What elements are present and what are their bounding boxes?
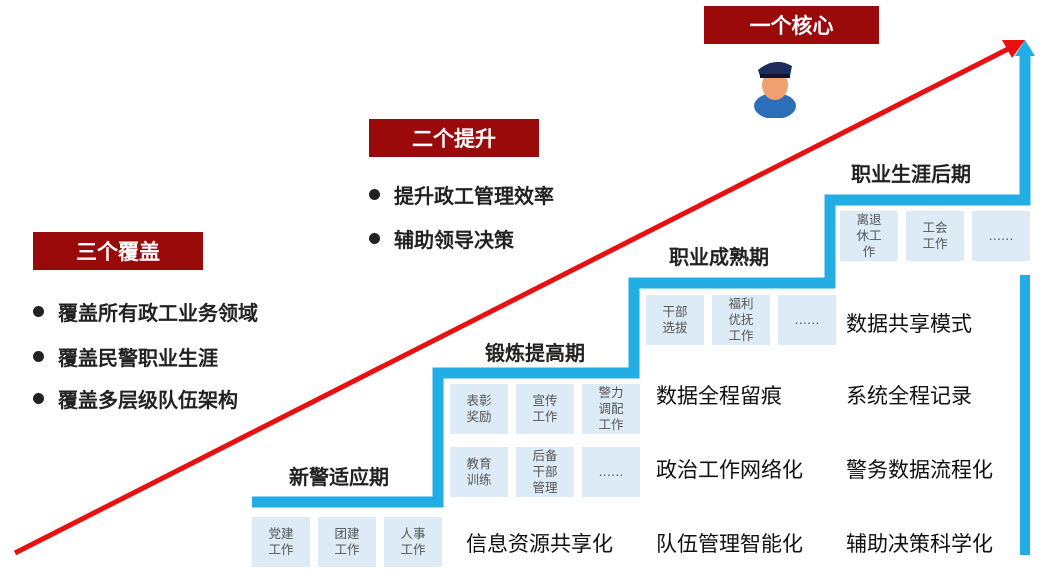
bullet-text: 提升政工管理效率 (394, 184, 554, 208)
module-box: 干部 选拔 (646, 295, 704, 345)
bullet-text: 辅助领导决策 (394, 228, 514, 252)
module-box: 后备 干部 管理 (516, 447, 574, 497)
module-box: 离退 休工 作 (840, 211, 898, 261)
three-item: 覆盖多层级队伍架构 (33, 384, 238, 413)
growth-arrowhead (1002, 40, 1025, 58)
feature-text: 队伍管理智能化 (656, 532, 803, 556)
feature-text: 信息资源共享化 (466, 532, 613, 556)
growth-arrow-line (13, 45, 1012, 556)
bullet-text: 覆盖多层级队伍架构 (58, 388, 238, 412)
module-box: 教育 训练 (450, 447, 508, 497)
two-item: 辅助领导决策 (369, 224, 514, 253)
core-banner: 一个核心 (704, 6, 879, 44)
three-banner: 三个覆盖 (33, 232, 203, 270)
module-box: 团建 工作 (318, 517, 376, 567)
module-box: 福利 优抚 工作 (712, 295, 770, 345)
module-box: 党建 工作 (252, 517, 310, 567)
module-box: 宣传 工作 (516, 384, 574, 434)
bullet-text: 覆盖所有政工业务领域 (58, 301, 258, 325)
stair-steps (252, 55, 1031, 508)
feature-text: 警务数据流程化 (846, 458, 993, 482)
feature-text: 系统全程记录 (846, 384, 972, 408)
feature-text: 政治工作网络化 (656, 458, 803, 482)
module-box: …… (778, 295, 836, 345)
three-item: 覆盖所有政工业务领域 (33, 297, 258, 326)
right-bar (1020, 275, 1030, 555)
stage-label: 职业成熟期 (669, 245, 769, 269)
module-box: …… (972, 211, 1030, 261)
feature-text: 数据全程留痕 (656, 384, 782, 408)
stage-label: 新警适应期 (289, 465, 389, 489)
feature-text: 数据共享模式 (846, 312, 972, 336)
stage-label: 锻炼提高期 (485, 341, 585, 365)
module-box: 表彰 奖励 (450, 384, 508, 434)
police-officer-icon (754, 61, 796, 118)
two-banner: 二个提升 (369, 119, 539, 157)
feature-text: 辅助决策科学化 (846, 532, 993, 556)
module-box: 人事 工作 (384, 517, 442, 567)
module-box: 警力 调配 工作 (582, 384, 640, 434)
two-item: 提升政工管理效率 (369, 180, 554, 209)
module-box: …… (582, 447, 640, 497)
module-box: 工会 工作 (906, 211, 964, 261)
bullet-text: 覆盖民警职业生涯 (58, 346, 218, 370)
three-item: 覆盖民警职业生涯 (33, 342, 218, 371)
stair-arrowhead (1015, 40, 1035, 56)
stage-label: 职业生涯后期 (851, 162, 971, 186)
